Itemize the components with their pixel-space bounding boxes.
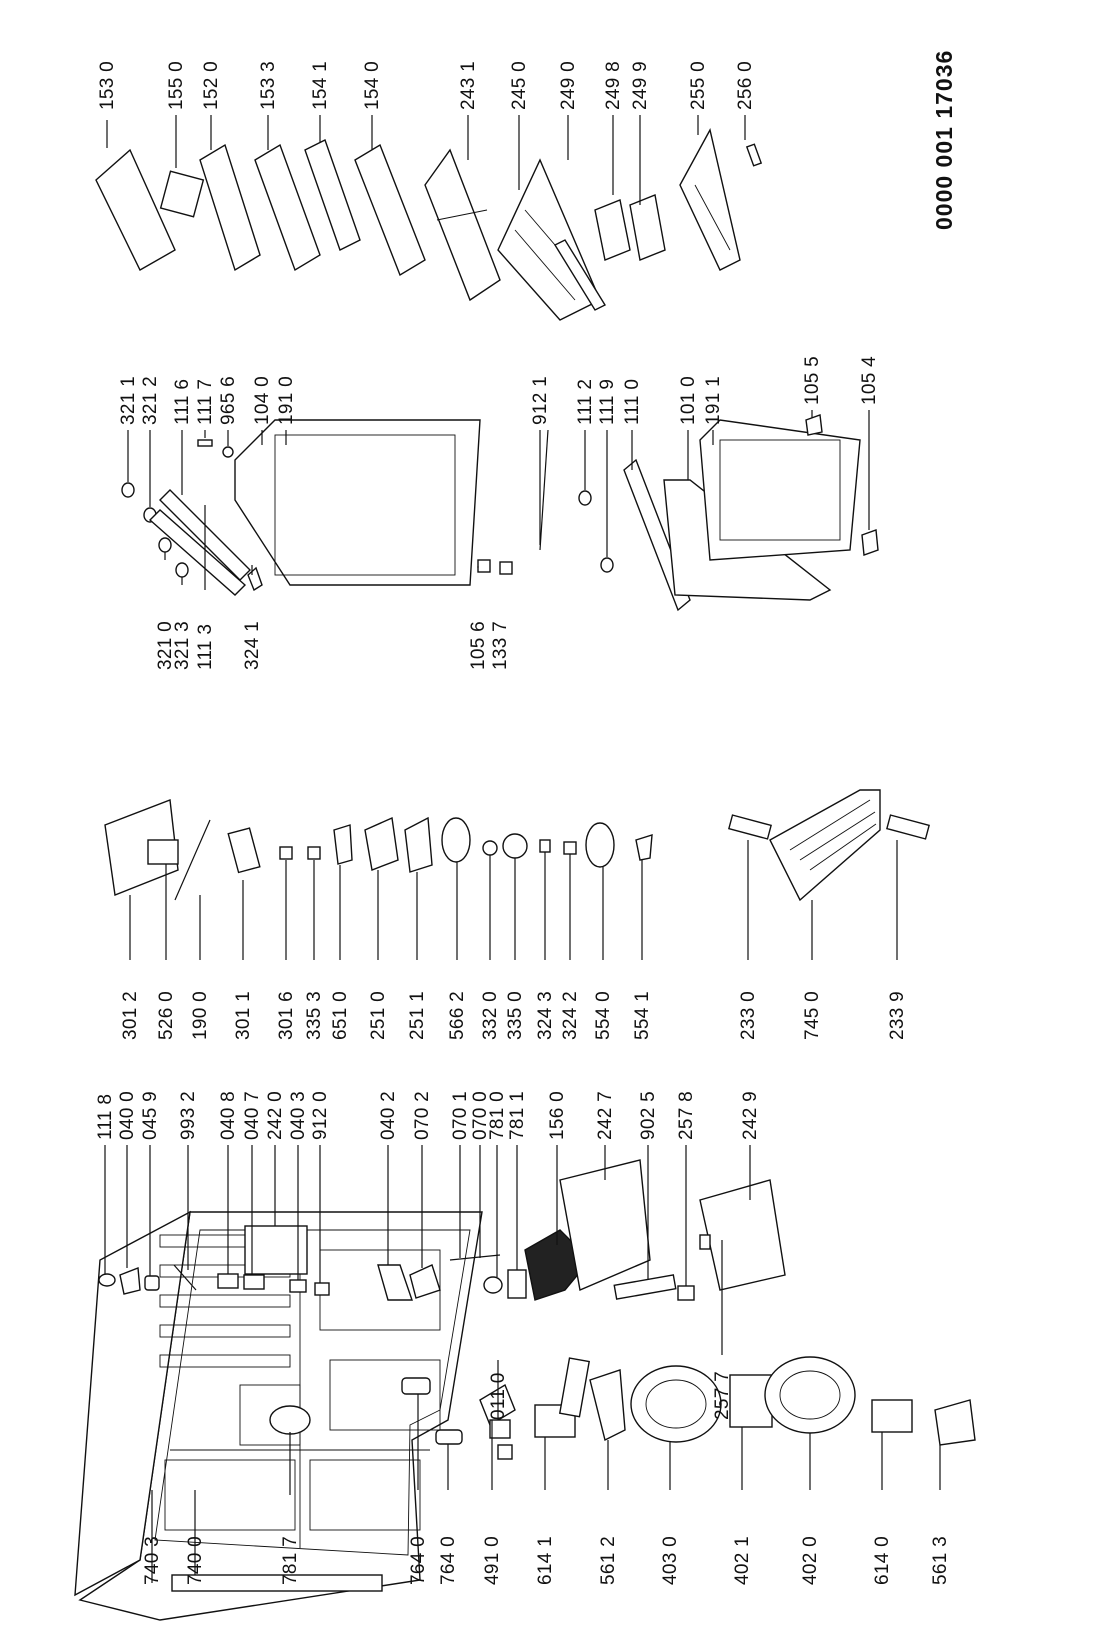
part-label: 153 0 — [97, 61, 118, 110]
part-label: 070 0 — [470, 1091, 491, 1140]
part-label: 651 0 — [330, 991, 351, 1040]
part-label: 321 1 — [118, 376, 139, 425]
part-label: 156 0 — [547, 1091, 568, 1140]
part-label: 301 6 — [276, 991, 297, 1040]
part-label: 781 0 — [487, 1091, 508, 1140]
part-label: 111 2 — [575, 379, 596, 425]
part-label: 403 0 — [660, 1536, 681, 1585]
part-label: 111 3 — [195, 624, 216, 670]
part-label: 740 3 — [142, 1536, 163, 1585]
part-label: 152 0 — [201, 61, 222, 110]
part-label: 040 3 — [288, 1091, 309, 1140]
part-label: 965 6 — [218, 376, 239, 425]
part-label: 491 0 — [482, 1536, 503, 1585]
part-label: 301 1 — [233, 991, 254, 1040]
part-label: 332 0 — [480, 991, 501, 1040]
part-label: 257 7 — [712, 1371, 733, 1420]
part-label: 154 0 — [362, 61, 383, 110]
part-label: 614 0 — [872, 1536, 893, 1585]
part-label: 249 9 — [630, 61, 651, 110]
part-label: 781 7 — [280, 1536, 301, 1585]
leader-lines — [104, 115, 941, 1583]
door-shelves — [95, 128, 763, 321]
part-label: 554 0 — [593, 991, 614, 1040]
part-label: 153 3 — [258, 61, 279, 110]
part-label: 321 0 — [155, 621, 176, 670]
part-label: 745 0 — [802, 991, 823, 1040]
part-label: 251 1 — [407, 991, 428, 1040]
freezer-parts — [104, 789, 930, 902]
part-label: 242 7 — [595, 1091, 616, 1140]
part-label: 912 0 — [310, 1091, 331, 1140]
part-label: 070 2 — [412, 1091, 433, 1140]
part-label: 554 1 — [632, 991, 653, 1040]
part-label: 190 0 — [190, 991, 211, 1040]
part-label: 111 9 — [597, 379, 618, 425]
door-parts — [121, 414, 879, 612]
part-label: 045 9 — [140, 1091, 161, 1140]
part-label: 242 0 — [265, 1091, 286, 1140]
part-label: 111 8 — [95, 1094, 116, 1140]
part-label: 566 2 — [447, 991, 468, 1040]
part-label: 040 8 — [218, 1091, 239, 1140]
part-label: 155 0 — [166, 61, 187, 110]
part-label: 154 1 — [310, 61, 331, 110]
part-label: 251 0 — [368, 991, 389, 1040]
part-label: 256 0 — [735, 61, 756, 110]
part-label: 070 1 — [450, 1091, 471, 1140]
compressors — [269, 1356, 976, 1446]
part-label: 335 0 — [505, 991, 526, 1040]
part-label: 301 2 — [120, 991, 141, 1040]
part-label: 105 5 — [802, 356, 823, 405]
part-label: 324 3 — [535, 991, 556, 1040]
part-label: 255 0 — [688, 61, 709, 110]
part-label: 324 2 — [560, 991, 581, 1040]
parts-drawing — [74, 128, 976, 1621]
part-labels: 153 0 155 0 152 0 153 3 154 1 154 0 243 … — [95, 61, 951, 1585]
part-label: 011 0 — [488, 1372, 509, 1420]
part-label: 105 4 — [859, 356, 880, 405]
part-label: 040 2 — [378, 1091, 399, 1140]
part-label: 614 1 — [535, 1536, 556, 1585]
part-label: 740 0 — [185, 1536, 206, 1585]
part-label: 233 0 — [738, 991, 759, 1040]
part-label: 764 0 — [408, 1536, 429, 1585]
part-label: 402 0 — [800, 1536, 821, 1585]
part-label: 191 1 — [703, 376, 724, 425]
part-label: 133 7 — [490, 621, 511, 670]
part-label: 993 2 — [178, 1091, 199, 1140]
part-label: 243 1 — [458, 61, 479, 110]
part-label: 335 3 — [304, 991, 325, 1040]
part-label: 321 2 — [140, 376, 161, 425]
part-label: 105 6 — [468, 621, 489, 670]
document-number: 0000 001 17036 — [931, 50, 957, 230]
part-label: 111 6 — [172, 379, 193, 425]
part-label: 104 0 — [252, 376, 273, 425]
part-label: 781 1 — [507, 1091, 528, 1140]
inner-parts — [98, 1159, 786, 1460]
part-label: 402 1 — [732, 1536, 753, 1585]
part-label: 561 3 — [930, 1536, 951, 1585]
part-label: 242 9 — [740, 1091, 761, 1140]
part-label: 111 7 — [195, 379, 216, 425]
part-label: 245 0 — [509, 61, 530, 110]
part-label: 040 0 — [117, 1091, 138, 1140]
part-label: 249 8 — [603, 61, 624, 110]
part-label: 912 1 — [530, 376, 551, 425]
part-label: 040 7 — [242, 1091, 263, 1140]
part-label: 233 9 — [887, 991, 908, 1040]
part-label: 111 0 — [622, 379, 643, 425]
part-label: 101 0 — [678, 376, 699, 425]
part-label: 561 2 — [598, 1536, 619, 1585]
part-label: 249 0 — [558, 61, 579, 110]
part-label: 902 5 — [638, 1091, 659, 1140]
part-label: 526 0 — [156, 991, 177, 1040]
part-label: 764 0 — [438, 1536, 459, 1585]
part-label: 257 8 — [676, 1091, 697, 1140]
part-label: 191 0 — [276, 376, 297, 425]
part-label: 324 1 — [242, 621, 263, 670]
part-label: 321 3 — [172, 621, 193, 670]
